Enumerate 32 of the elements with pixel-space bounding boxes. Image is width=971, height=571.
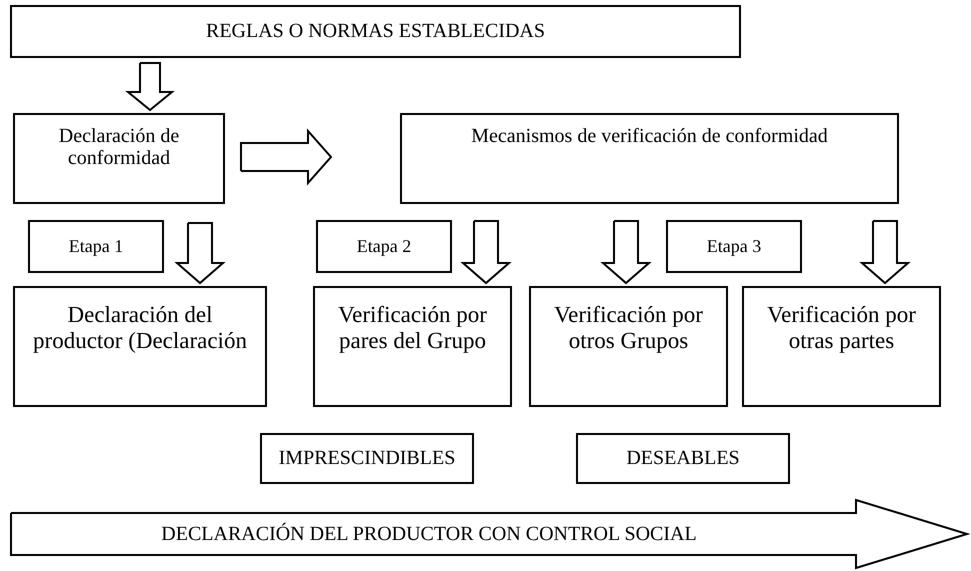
process-box bbox=[742, 286, 941, 407]
label-box bbox=[260, 433, 474, 484]
banner-arrow bbox=[10, 499, 968, 569]
box-text: Declaración de conformidad bbox=[58, 125, 180, 170]
process-box bbox=[529, 286, 728, 407]
box-text: Verificación por otros Grupos bbox=[553, 302, 704, 354]
box-text: Mecanismos de verificación de conformidad bbox=[470, 125, 829, 148]
block-arrow bbox=[460, 220, 512, 284]
label-box bbox=[10, 5, 741, 58]
box-text: Verificación por pares del Grupo bbox=[337, 302, 488, 354]
box-text: DESEABLES bbox=[625, 447, 741, 470]
block-arrow bbox=[859, 220, 911, 284]
block-arrow bbox=[125, 62, 175, 112]
block-arrow bbox=[240, 128, 332, 186]
block-arrow bbox=[600, 220, 652, 284]
box-text: Verificación por otras partes bbox=[766, 302, 917, 354]
block-arrow bbox=[174, 222, 226, 284]
process-box bbox=[13, 286, 267, 407]
box-text: IMPRESCINDIBLES bbox=[278, 447, 456, 470]
box-text: Etapa 1 bbox=[68, 236, 124, 257]
label-box bbox=[666, 220, 802, 273]
label-box bbox=[400, 113, 899, 204]
box-text: DECLARACIÓN DEL PRODUCTOR CON CONTROL SOCIAL bbox=[160, 522, 698, 546]
label-box bbox=[13, 113, 225, 204]
label-box bbox=[576, 433, 790, 484]
box-text: REGLAS O NORMAS ESTABLECIDAS bbox=[205, 20, 546, 43]
box-text: Etapa 2 bbox=[356, 236, 412, 257]
label-box bbox=[316, 220, 452, 273]
box-text: Etapa 3 bbox=[706, 236, 762, 257]
process-box bbox=[313, 286, 512, 407]
box-text: Declaración del productor (Declaración bbox=[32, 302, 248, 354]
label-box bbox=[28, 220, 164, 273]
